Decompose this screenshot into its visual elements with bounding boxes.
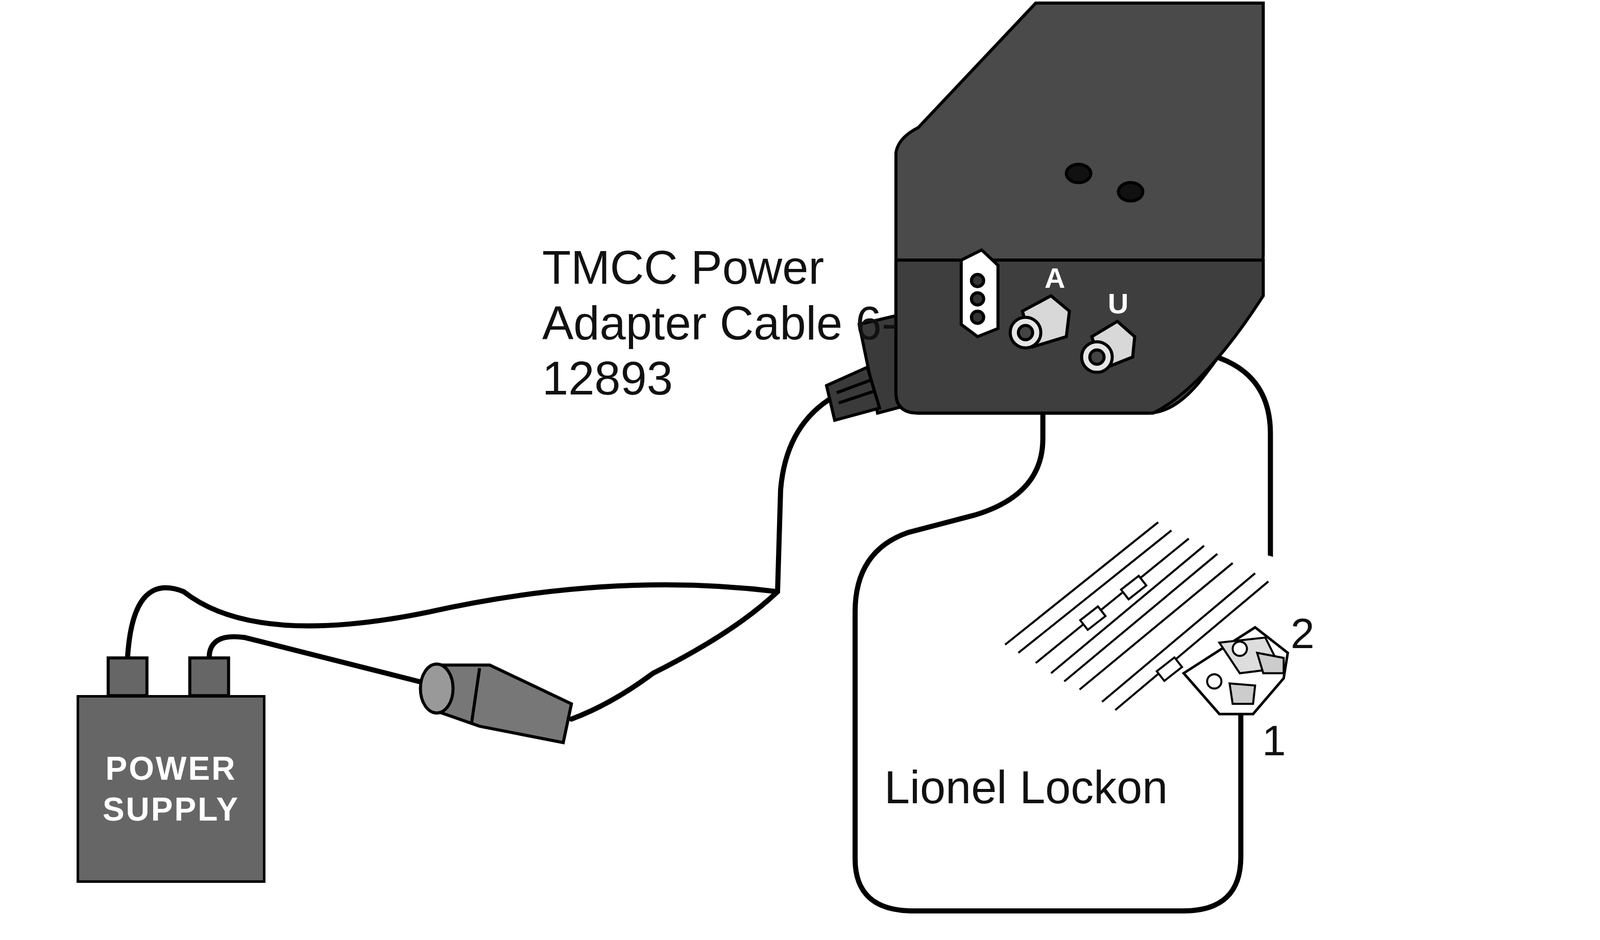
power-supply-box: POWER SUPPLY bbox=[76, 695, 266, 884]
callout-number: 1 bbox=[1262, 715, 1293, 767]
track-section bbox=[995, 522, 1289, 715]
node-label: POWER SUPPLY bbox=[89, 748, 253, 831]
cable-label: TMCC Power Adapter Cable 6-12893 bbox=[542, 239, 900, 407]
fuse-holder bbox=[420, 664, 572, 743]
terminal-label: A bbox=[1044, 261, 1076, 296]
callout-number: 2 bbox=[1290, 608, 1322, 660]
tmcc-housing bbox=[895, 3, 1264, 414]
terminal-label: U bbox=[1107, 286, 1139, 321]
supply-terminals bbox=[108, 658, 229, 696]
part-label: Lionel Lockon bbox=[884, 760, 1211, 815]
